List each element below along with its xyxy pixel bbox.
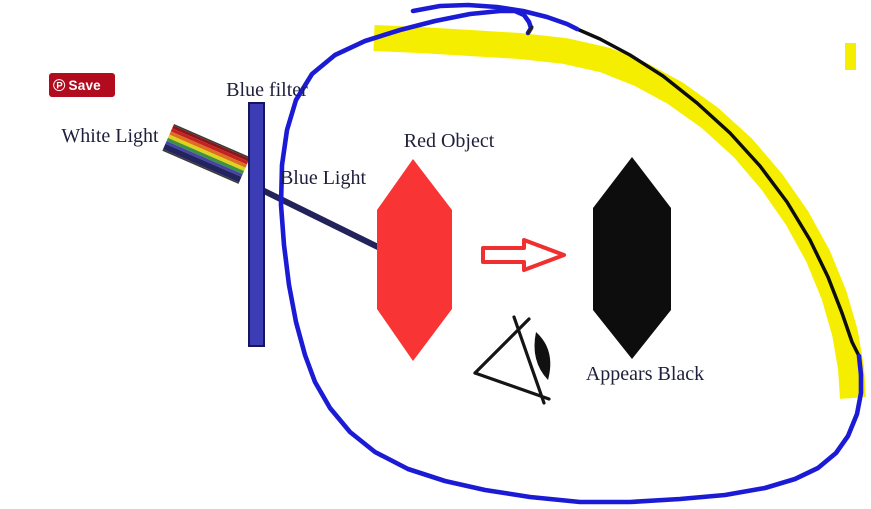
pen-circle-main-loop xyxy=(278,8,864,505)
highlighter-stroke xyxy=(373,25,866,399)
blue-filter-label: Blue filter xyxy=(226,79,308,101)
blue-light-label: Blue Light xyxy=(280,167,367,189)
save-button-label: Save xyxy=(68,77,101,93)
pinterest-save-button[interactable]: ℗ Save xyxy=(49,73,115,97)
pen-dark-arc xyxy=(575,27,861,358)
red-object-shape xyxy=(377,159,452,361)
pinterest-logo-icon: ℗ xyxy=(53,75,66,95)
pen-tick xyxy=(526,25,534,35)
black-object-shape xyxy=(593,157,671,359)
highlighter-dash xyxy=(845,43,856,70)
pen-circle-top-arc xyxy=(410,2,580,32)
white-light-rainbow-beam xyxy=(162,123,251,184)
red-object-label: Red Object xyxy=(404,130,495,152)
white-light-label: White Light xyxy=(61,125,159,147)
eye-icon xyxy=(473,315,551,405)
appears-black-label: Appears Black xyxy=(586,363,704,385)
right-arrow-icon xyxy=(481,238,566,272)
blue-light-beam xyxy=(250,182,384,252)
blue-filter-bar xyxy=(248,102,265,347)
